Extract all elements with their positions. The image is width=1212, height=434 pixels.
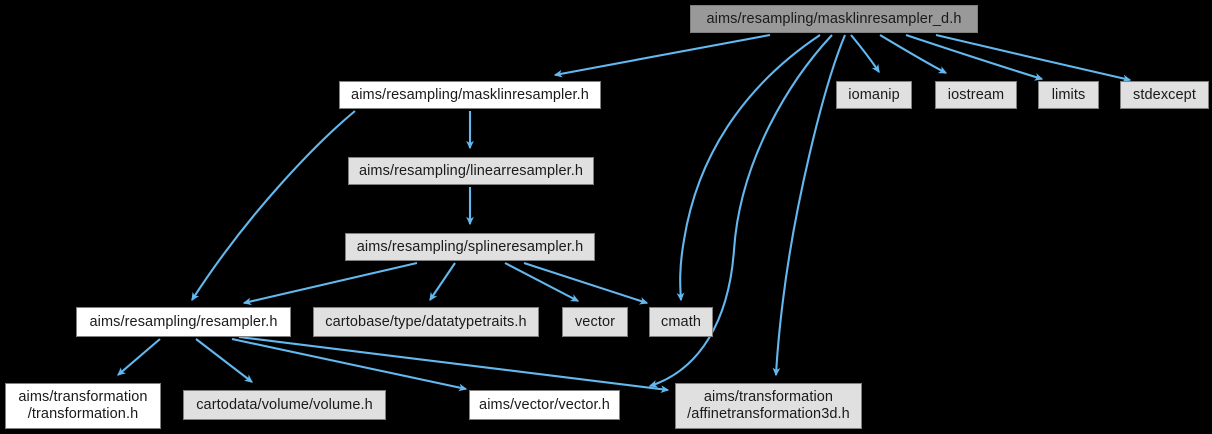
node-limits[interactable]: limits (1038, 81, 1099, 109)
edge-root-vectorh (648, 34, 833, 388)
node-label: iomanip (848, 86, 900, 103)
edge-resampler-affine (238, 335, 670, 393)
node-label: cmath (661, 313, 701, 330)
node-resampler-h[interactable]: aims/resampling/resampler.h (76, 307, 291, 337)
edge-spline-resampler (242, 261, 418, 306)
node-label-line2: /transformation.h (27, 406, 139, 422)
node-masklinresampler-h[interactable]: aims/resampling/masklinresampler.h (339, 81, 601, 109)
node-transformation-h[interactable]: aims/transformation /transformation.h (5, 383, 161, 429)
edge-root-iomanip (850, 34, 880, 73)
node-aims-vector-vector-h[interactable]: aims/vector/vector.h (469, 390, 620, 420)
node-label: stdexcept (1133, 86, 1196, 103)
edge-spline-cmath (523, 262, 649, 305)
node-volume-h[interactable]: cartodata/volume/volume.h (183, 390, 386, 420)
edge-root-iostream (879, 34, 948, 74)
edge-resampler-volume (195, 338, 253, 383)
edge-spline-datatypes (429, 262, 456, 301)
edge-resampler-vectorh (231, 337, 468, 392)
node-affinetransformation3d-h[interactable]: aims/transformation /affinetransformatio… (675, 383, 862, 429)
node-splineresampler-h[interactable]: aims/resampling/splineresampler.h (345, 233, 595, 261)
node-label: aims/resampling/linearresampler.h (358, 162, 584, 179)
node-label-line2: /affinetransformation3d.h (687, 406, 850, 422)
node-iomanip[interactable]: iomanip (836, 81, 912, 109)
node-iostream[interactable]: iostream (935, 81, 1017, 109)
node-label: aims/resampling/splineresampler.h (356, 238, 584, 255)
node-label: aims/vector/vector.h (479, 396, 610, 413)
edge-root-affine (772, 34, 846, 377)
node-label: vector (574, 313, 616, 330)
edge-root-limits (905, 34, 1044, 81)
node-linearresampler-h[interactable]: aims/resampling/linearresampler.h (348, 157, 594, 185)
edge-root-masklin (553, 33, 771, 78)
edge-root-cmath (676, 34, 821, 302)
edge-resampler-transf (117, 338, 161, 376)
node-masklinresampler-d-h[interactable]: aims/resampling/masklinresampler_d.h (690, 5, 978, 33)
node-stdexcept[interactable]: stdexcept (1120, 81, 1209, 109)
node-label: limits (1051, 86, 1086, 103)
edge-spline-vector (504, 262, 580, 302)
node-label: aims/resampling/masklinresampler.h (351, 86, 589, 103)
node-label-line1: aims/transformation (703, 389, 834, 405)
edge-root-stdexcept (935, 33, 1132, 83)
node-datatypetraits-h[interactable]: cartobase/type/datatypetraits.h (313, 307, 539, 337)
node-label: aims/resampling/masklinresampler_d.h (706, 10, 962, 27)
node-label: aims/resampling/resampler.h (89, 313, 278, 330)
node-label: iostream (947, 86, 1005, 103)
node-vector[interactable]: vector (562, 307, 628, 337)
node-label-line1: aims/transformation (18, 389, 148, 405)
node-cmath[interactable]: cmath (649, 307, 713, 337)
node-label: cartodata/volume/volume.h (196, 396, 373, 413)
edge-masklin-resampler (191, 110, 356, 302)
node-label: cartobase/type/datatypetraits.h (325, 313, 527, 330)
